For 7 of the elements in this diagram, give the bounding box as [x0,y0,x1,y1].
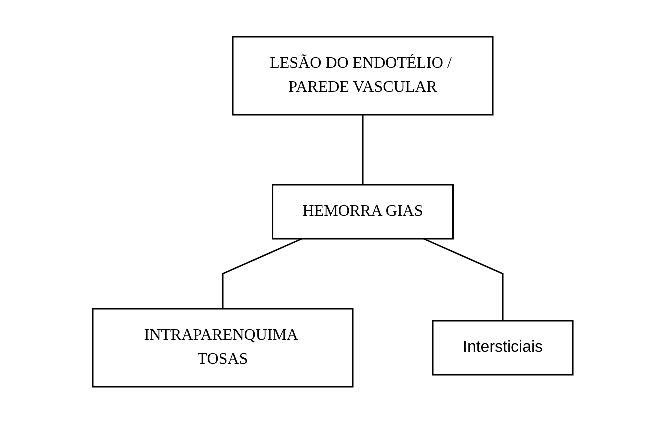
connector [362,114,364,184]
node-box: HEMORRA GIAS [272,184,454,240]
node-box: Intersticiais [432,320,574,376]
connector [424,238,504,320]
connector [222,238,303,308]
node-box: INTRAPARENQUIMA TOSAS [92,308,354,388]
node-box: LESÃO DO ENDOTÉLIO / PAREDE VASCULAR [232,36,494,116]
